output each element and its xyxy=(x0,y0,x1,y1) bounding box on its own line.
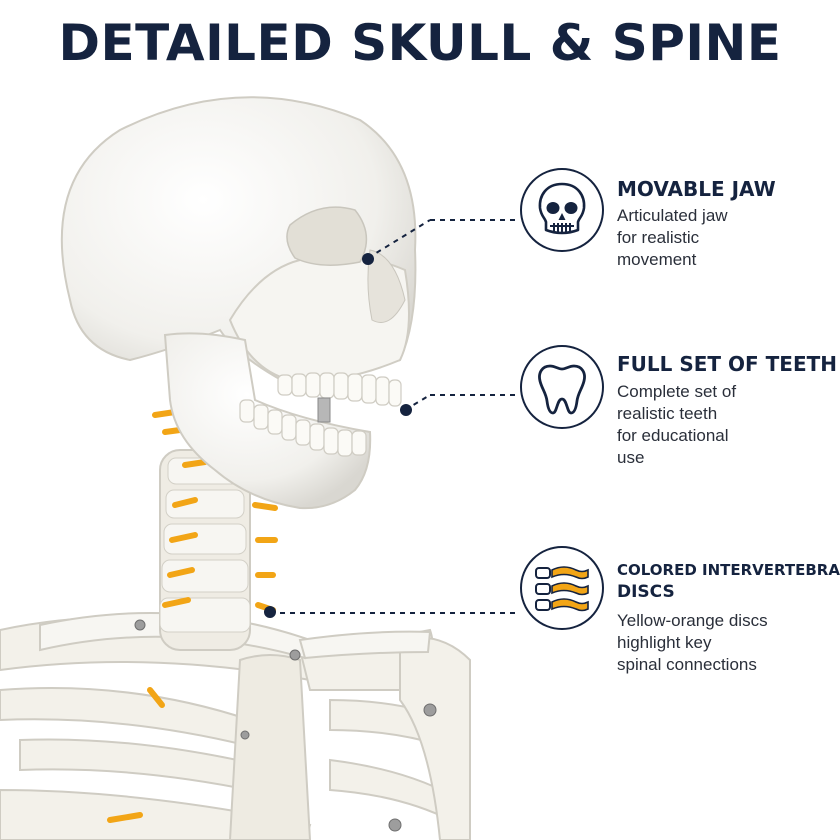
upper-teeth xyxy=(277,372,402,407)
callout-dot-teeth xyxy=(400,404,412,416)
tooth-badge xyxy=(520,345,604,429)
tooth-icon xyxy=(538,364,586,415)
vertebral-discs-icon xyxy=(535,566,589,612)
page-title: DETAILED SKULL & SPINE xyxy=(58,14,782,72)
discs-badge xyxy=(520,546,604,630)
feature-title: FULL SET OF TEETH xyxy=(617,352,837,376)
feature-title: COLORED INTERVERTEBRAL DISCS xyxy=(617,561,840,602)
skull-badge xyxy=(520,168,604,252)
callout-dot-discs xyxy=(264,606,276,618)
feature-description: Articulated jaw for realistic movement xyxy=(617,206,728,269)
feature-description: Complete set of realistic teeth for educ… xyxy=(617,382,737,467)
feature-title: MOVABLE JAW xyxy=(617,177,776,201)
skull-icon xyxy=(538,182,586,235)
lower-teeth xyxy=(239,399,367,457)
callout-dot-jaw xyxy=(362,253,374,265)
spinal-nerves xyxy=(107,409,278,823)
feature-description: Yellow-orange discs highlight key spinal… xyxy=(617,611,768,674)
